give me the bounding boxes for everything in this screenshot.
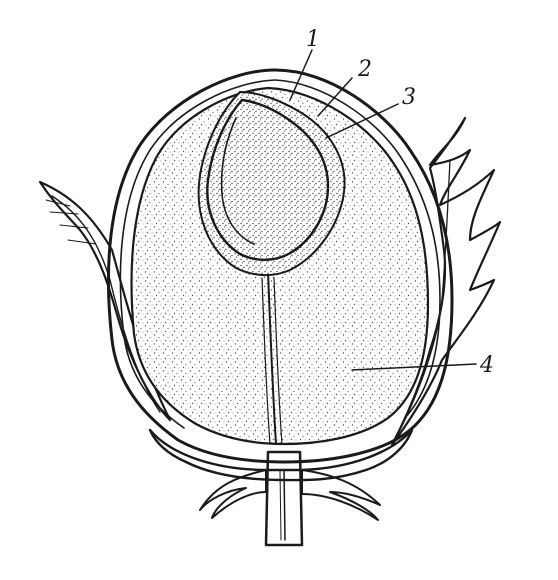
label-4: 4	[479, 353, 494, 378]
basal-bracts	[200, 470, 380, 520]
label-1: 1	[306, 27, 320, 52]
stem	[266, 452, 302, 545]
label-2: 2	[357, 57, 372, 82]
label-3: 3	[402, 85, 416, 110]
